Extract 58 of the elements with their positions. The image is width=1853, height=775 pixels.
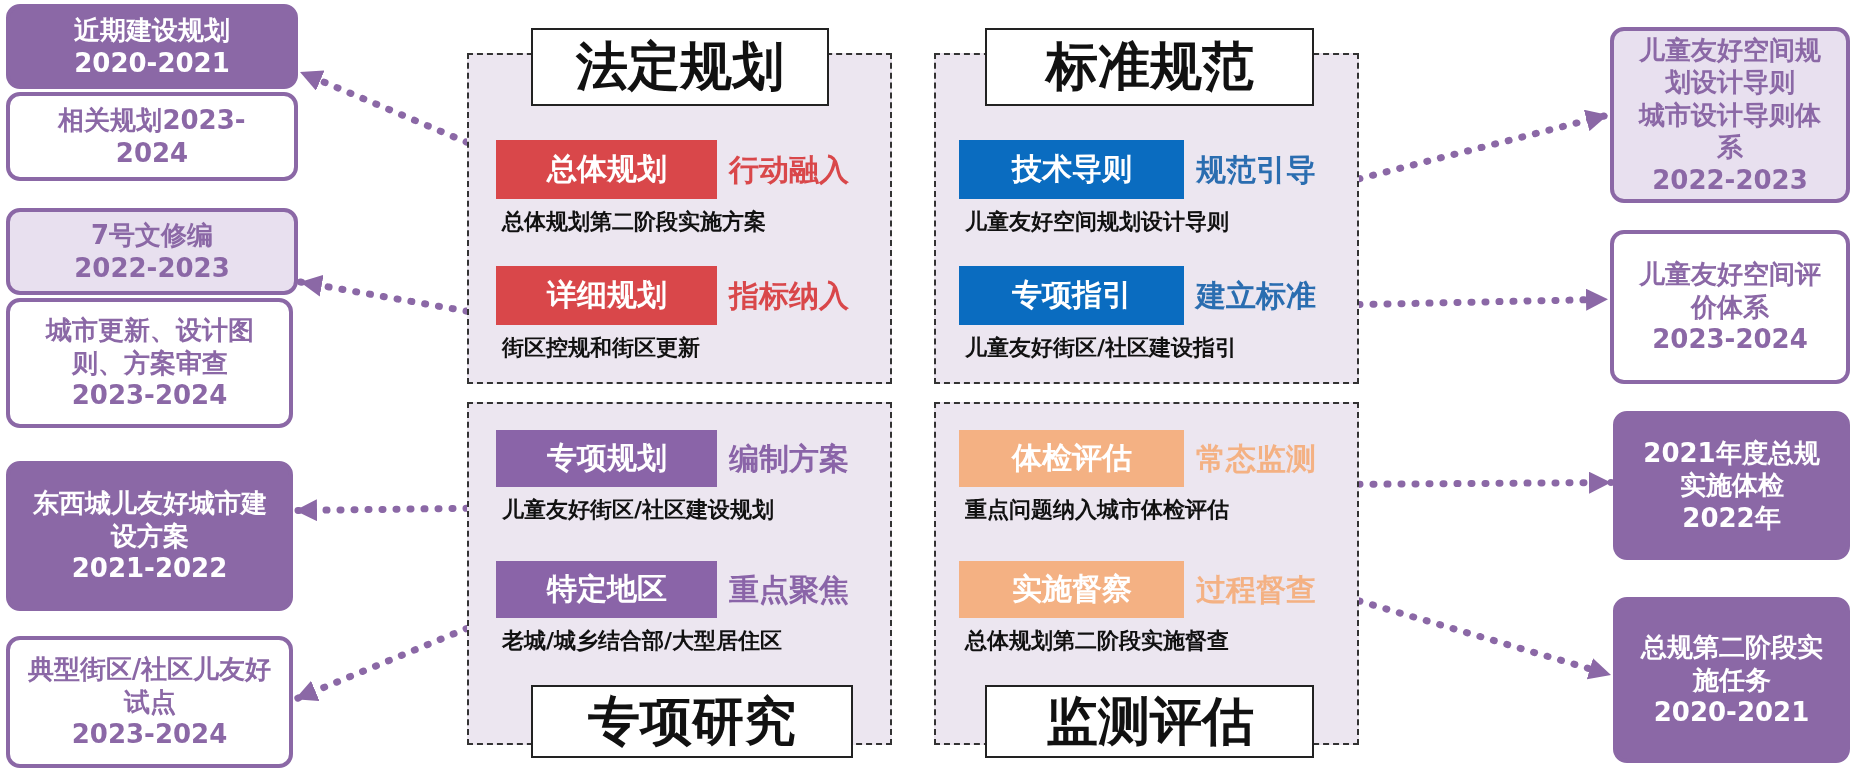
plan-title: 总规第二阶段实施任务	[1639, 631, 1824, 697]
category-label: 体检评估	[959, 430, 1184, 487]
heading-box: 监测评估	[985, 685, 1314, 758]
category-label: 专项规划	[496, 430, 717, 487]
description-text: 总体规划第二阶段实施方案	[502, 208, 766, 236]
year-range: 2020-2021	[74, 46, 230, 79]
action-text: 过程督查	[1196, 571, 1316, 609]
year-range: 2021-2022	[71, 552, 228, 585]
year-range: 2020-2021	[1653, 696, 1810, 729]
plan-box	[6, 92, 298, 181]
plan-box	[6, 298, 293, 428]
category-label: 总体规划	[496, 140, 717, 199]
plan-box	[6, 4, 298, 89]
plan-box	[1610, 27, 1850, 203]
action-text: 常态监测	[1196, 440, 1316, 478]
plan-box	[6, 461, 293, 611]
description-text: 儿童友好街区/社区建设规划	[502, 496, 775, 524]
action-text: 重点聚焦	[729, 571, 849, 609]
category-label: 技术导则	[959, 140, 1184, 199]
action-text: 编制方案	[729, 440, 849, 478]
action-text: 指标纳入	[729, 277, 849, 315]
plan-title: 近期建设规划	[74, 14, 230, 47]
year-range: 2023-2024	[71, 379, 228, 412]
action-text: 行动融入	[729, 151, 849, 189]
description-text: 儿童友好空间规划设计导则	[965, 208, 1229, 236]
plan-title: 城市设计导则体系	[1637, 98, 1822, 164]
plan-title: 城市更新、设计图则、方案审查	[44, 314, 255, 380]
plan-box	[6, 636, 293, 768]
category-label: 详细规划	[496, 266, 717, 325]
plan-title: 相关规划2023-2024	[56, 104, 247, 169]
plan-title: 2021年度总规实施体检	[1642, 436, 1821, 502]
plan-title: 儿童友好空间规划设计导则	[1638, 33, 1822, 99]
plan-title: 东西城儿友好城市建设方案	[31, 487, 268, 553]
heading-box: 专项研究	[531, 685, 853, 758]
plan-box	[6, 208, 298, 295]
year-range: 2023-2024	[1652, 323, 1808, 356]
description-text: 总体规划第二阶段实施督查	[965, 627, 1229, 655]
category-label: 实施督察	[959, 561, 1184, 618]
category-label: 专项指引	[959, 266, 1184, 325]
plan-title: 典型街区/社区儿友好试点	[26, 653, 273, 719]
action-text: 规范引导	[1196, 151, 1316, 189]
year-range: 2022-2023	[1652, 163, 1808, 197]
plan-title: 儿童友好空间评价体系	[1638, 258, 1822, 324]
plan-box	[1613, 411, 1850, 560]
year-range: 2023-2024	[71, 718, 228, 751]
description-text: 街区控规和街区更新	[502, 334, 700, 362]
plan-box	[1613, 597, 1850, 763]
description-text: 儿童友好街区/社区建设指引	[965, 334, 1238, 362]
heading-box: 标准规范	[985, 28, 1314, 106]
year-range: 2022-2023	[74, 251, 230, 284]
heading-box: 法定规划	[531, 28, 829, 106]
category-label: 特定地区	[496, 561, 717, 618]
description-text: 老城/城乡结合部/大型居住区	[502, 627, 783, 655]
plan-box	[1610, 230, 1850, 384]
action-text: 建立标准	[1196, 277, 1316, 315]
description-text: 重点问题纳入城市体检评估	[965, 496, 1229, 524]
year-range: 2022年	[1682, 501, 1781, 535]
plan-title: 7号文修编	[90, 219, 214, 252]
